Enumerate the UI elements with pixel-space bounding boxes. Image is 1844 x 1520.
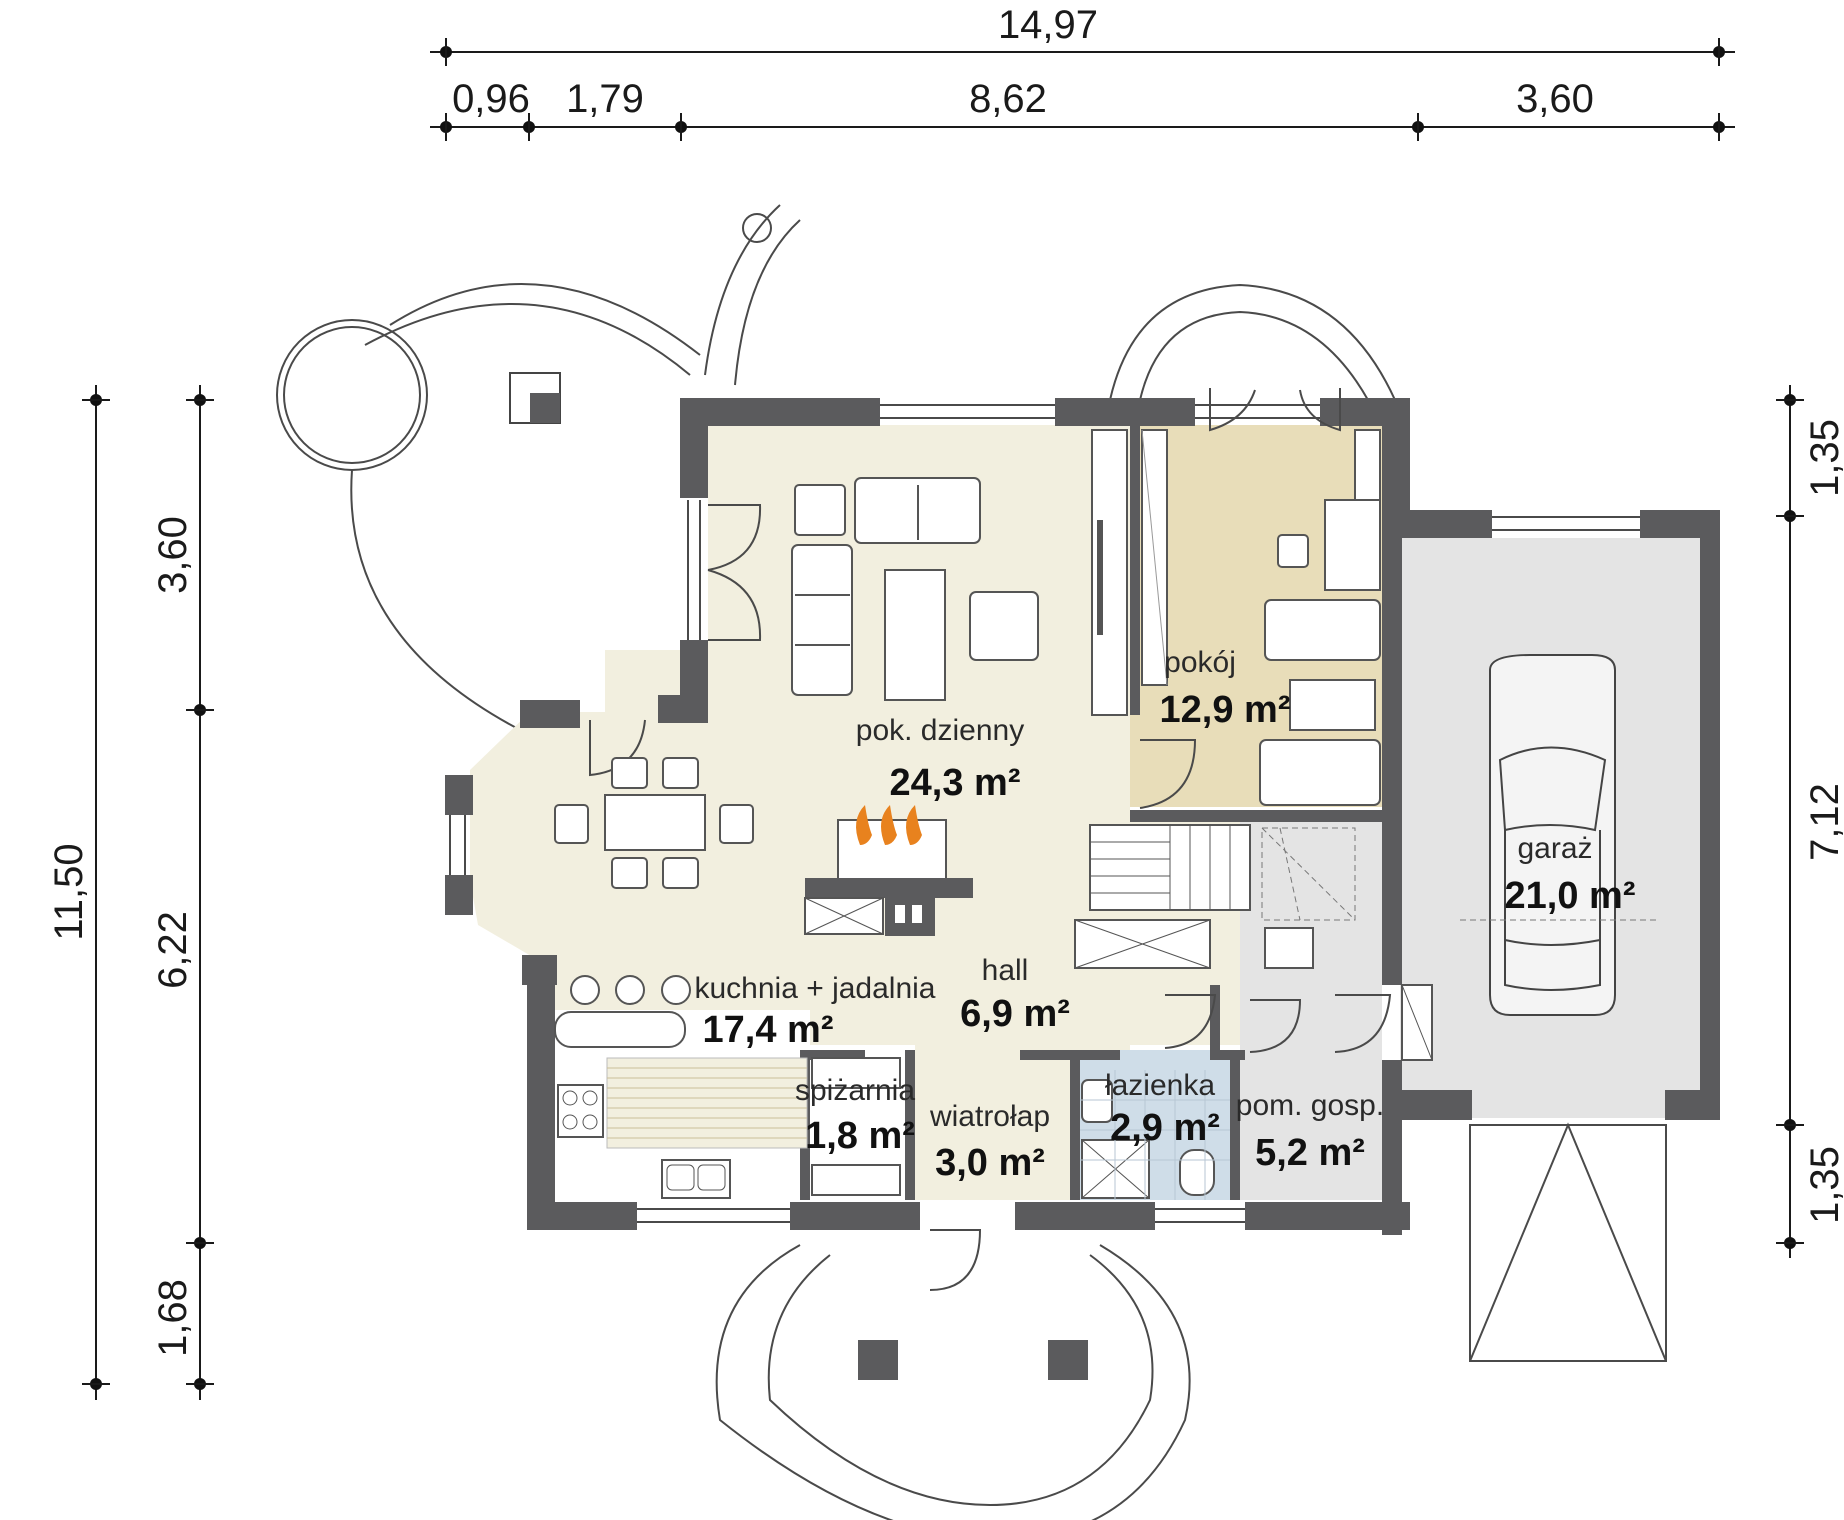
- vestibule-area: 3,0 m²: [935, 1142, 1045, 1184]
- dim-top-seg-3: 8,62: [969, 77, 1047, 121]
- walls: [445, 398, 1720, 1235]
- bathroom-name: łazienka: [1105, 1069, 1215, 1102]
- dim-top-seg-1: 0,96: [452, 77, 530, 121]
- dim-left-seg-3: 1,68: [151, 1279, 195, 1357]
- living-room-area: 24,3 m²: [890, 762, 1021, 804]
- chair-icon: [611, 857, 648, 889]
- armchair-icon: [794, 484, 846, 536]
- bathroom-area: 2,9 m²: [1110, 1107, 1220, 1149]
- coffee-table-icon: [884, 569, 946, 701]
- flame-icon: [906, 805, 922, 845]
- dim-top-seg-4: 3,60: [1516, 77, 1594, 121]
- chair-icon: [554, 804, 589, 844]
- dim-right-seg-3: 1,35: [1803, 1146, 1844, 1224]
- stool-icon: [615, 975, 645, 1005]
- dim-left-seg-2: 6,22: [151, 911, 195, 989]
- hall-name: hall: [982, 954, 1029, 987]
- sink-icon: [661, 1159, 731, 1199]
- dim-right-seg-2: 7,12: [1803, 783, 1844, 861]
- garage-name: garaż: [1517, 832, 1592, 865]
- dim-top-total: 14,97: [998, 3, 1098, 47]
- flame-icon: [856, 805, 872, 845]
- dim-right-seg-1: 1,35: [1803, 419, 1844, 497]
- kitchen-island-icon: [606, 1057, 808, 1149]
- pillar-icon: [1048, 1340, 1088, 1380]
- dim-top-seg-2: 1,79: [566, 77, 644, 121]
- room-labels: pok. dzienny 24,3 m² pokój 12,9 m² garaż…: [694, 646, 1635, 1184]
- pillar-icon: [530, 393, 560, 423]
- windows: [449, 404, 1640, 1223]
- sofa-icon: [1264, 599, 1381, 661]
- furniture: [554, 429, 1660, 1200]
- boiler-icon: [1264, 927, 1314, 969]
- car-icon: [1489, 654, 1616, 1016]
- hall-area: 6,9 m²: [960, 993, 1070, 1035]
- dim-left-seg-1: 3,60: [151, 516, 195, 594]
- flame-icon: [881, 805, 897, 845]
- living-room-name: pok. dzienny: [856, 714, 1024, 747]
- top-dimensions: 14,97 0,96 1,79 8,62 3,60: [430, 3, 1735, 141]
- chair-icon: [1277, 534, 1309, 568]
- chair-icon: [611, 757, 648, 789]
- toilet-icon: [1179, 1149, 1215, 1196]
- room-area: 12,9 m²: [1160, 689, 1291, 731]
- sofa-icon: [1259, 739, 1381, 806]
- table-icon: [1289, 679, 1376, 731]
- room-name: pokój: [1164, 646, 1236, 679]
- pillar-icon: [858, 1340, 898, 1380]
- pantry-name: spiżarnia: [795, 1074, 915, 1107]
- chair-icon: [662, 857, 699, 889]
- sofa-icon: [791, 544, 853, 696]
- pantry-area: 1,8 m²: [805, 1115, 915, 1157]
- armchair-icon: [969, 591, 1039, 661]
- right-dimensions: 1,35 7,12 1,35: [1776, 385, 1844, 1258]
- chair-icon: [719, 804, 754, 844]
- chair-icon: [662, 757, 699, 789]
- utility-area: 5,2 m²: [1255, 1132, 1365, 1174]
- vestibule-name: wiatrołap: [929, 1100, 1050, 1133]
- washbasin-icon: [1081, 1079, 1113, 1123]
- exterior-terraces: [276, 204, 1667, 1520]
- dim-left-total: 11,50: [47, 843, 91, 940]
- counter-icon: [554, 1011, 686, 1048]
- shelf-icon: [811, 1057, 901, 1089]
- kitchen-area: 17,4 m²: [703, 1009, 834, 1051]
- utility-name: pom. gosp.: [1236, 1089, 1384, 1122]
- stool-icon: [661, 975, 691, 1005]
- dining-table-icon: [604, 794, 706, 851]
- kitchen-name: kuchnia + jadalnia: [694, 972, 935, 1005]
- shelf-icon: [811, 1164, 901, 1196]
- desk-icon: [1324, 499, 1381, 591]
- garage-area: 21,0 m²: [1505, 875, 1636, 917]
- stool-icon: [570, 975, 600, 1005]
- left-dimensions: 11,50 3,60 6,22 1,68: [47, 385, 214, 1400]
